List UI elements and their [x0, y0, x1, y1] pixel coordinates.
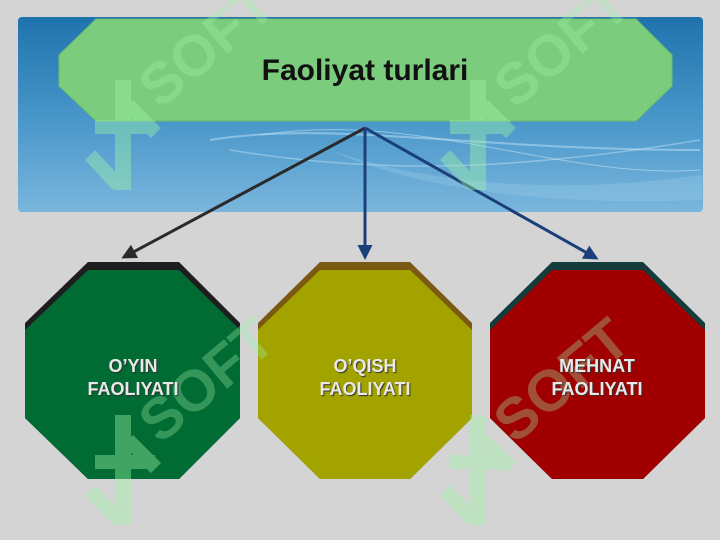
arrow-to-mehnat [364, 126, 599, 260]
node-label-oqish: O’QISH FAOLIYATI [319, 356, 411, 399]
node-mehnat-faoliyati [490, 262, 705, 479]
node-oqish-faoliyati [258, 262, 472, 479]
title-box [58, 18, 673, 122]
watermark-logo [85, 80, 516, 525]
node-oyin-faoliyati [25, 262, 240, 479]
node-label-mehnat: MEHNAT FAOLIYATI [551, 356, 643, 399]
arrow-to-oyin [121, 126, 366, 259]
diagram-title: Faoliyat turlari [261, 54, 469, 87]
node-label-oyin: O’YIN FAOLIYATI [87, 356, 179, 399]
